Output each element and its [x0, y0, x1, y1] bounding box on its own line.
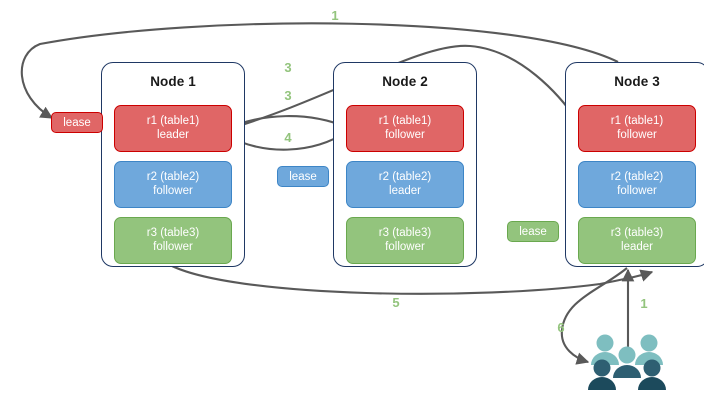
- replica-box[interactable]: r1 (table1) follower: [578, 105, 696, 152]
- replica-box[interactable]: r1 (table1) follower: [346, 105, 464, 152]
- replica-name: r1 (table1): [610, 114, 664, 127]
- replica-name: r3 (table3): [378, 226, 432, 239]
- step-label-1: 1: [640, 296, 648, 311]
- replica-box[interactable]: r3 (table3) follower: [346, 217, 464, 264]
- node-2-title: Node 2: [382, 74, 428, 89]
- lease-badge-green: lease: [507, 221, 559, 242]
- replica-role: follower: [385, 128, 425, 141]
- replica-role: follower: [385, 240, 425, 253]
- step-label-3-a: 3: [284, 60, 292, 75]
- people-group-icon: [588, 334, 666, 390]
- replica-name: r1 (table1): [146, 114, 200, 127]
- lease-badge-blue: lease: [277, 166, 329, 187]
- replica-box[interactable]: r3 (table3) follower: [114, 217, 232, 264]
- replica-role: follower: [617, 184, 657, 197]
- lease-badge-red: lease: [51, 112, 103, 133]
- replica-box[interactable]: r1 (table1) leader: [114, 105, 232, 152]
- node-card-1[interactable]: Node 1 r1 (table1) leader r2 (table2) fo…: [101, 62, 245, 267]
- replica-name: r3 (table3): [610, 226, 664, 239]
- replica-name: r3 (table3): [146, 226, 200, 239]
- step-label-5: 5: [392, 295, 400, 310]
- replica-name: r1 (table1): [378, 114, 432, 127]
- replica-box[interactable]: r2 (table2) follower: [578, 161, 696, 208]
- node-card-2[interactable]: Node 2 r1 (table1) follower r2 (table2) …: [333, 62, 477, 267]
- replica-box[interactable]: r3 (table3) leader: [578, 217, 696, 264]
- node-1-title: Node 1: [150, 74, 196, 89]
- step-label-4: 4: [284, 130, 292, 145]
- step-label-3-b: 3: [284, 88, 292, 103]
- replica-box[interactable]: r2 (table2) leader: [346, 161, 464, 208]
- step-label-6: 6: [557, 320, 565, 335]
- replica-box[interactable]: r2 (table2) follower: [114, 161, 232, 208]
- node-1-replica-list: r1 (table1) leader r2 (table2) follower …: [102, 89, 244, 276]
- step-label-2: 1: [331, 8, 339, 23]
- replica-name: r2 (table2): [378, 170, 432, 183]
- replica-name: r2 (table2): [146, 170, 200, 183]
- replica-role: follower: [153, 184, 193, 197]
- replica-role: leader: [389, 184, 421, 197]
- node-3-title: Node 3: [614, 74, 660, 89]
- replica-role: leader: [621, 240, 653, 253]
- replica-name: r2 (table2): [610, 170, 664, 183]
- replica-role: follower: [153, 240, 193, 253]
- replica-role: follower: [617, 128, 657, 141]
- node-2-replica-list: r1 (table1) follower r2 (table2) leader …: [334, 89, 476, 276]
- node-3-replica-list: r1 (table1) follower r2 (table2) followe…: [566, 89, 704, 276]
- node-card-3[interactable]: Node 3 r1 (table1) follower r2 (table2) …: [565, 62, 704, 267]
- replica-role: leader: [157, 128, 189, 141]
